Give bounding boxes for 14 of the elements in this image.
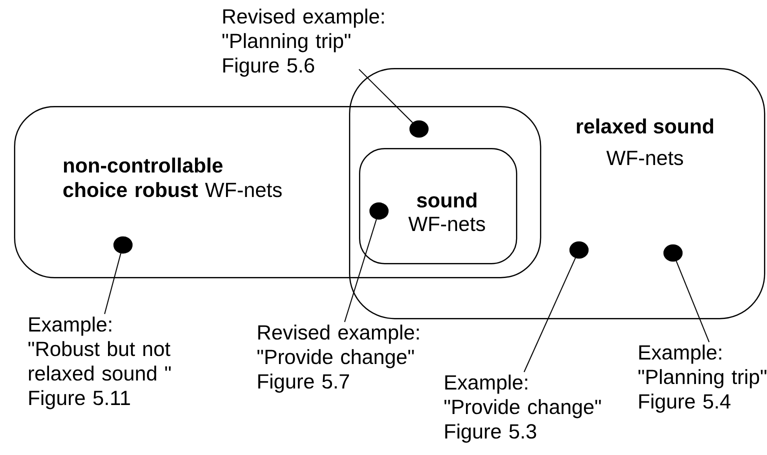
leader-line <box>344 218 377 322</box>
region-box: sound WF-nets <box>359 148 518 264</box>
leader-line <box>524 257 576 372</box>
dot <box>409 120 429 138</box>
callout-text: Example: "Provide change" Figure 5.3 <box>444 374 601 443</box>
dot <box>663 244 683 262</box>
dot <box>113 236 133 254</box>
leader-line <box>676 260 710 342</box>
dot <box>569 241 589 259</box>
callout-text: Example: "Robust but not relaxed sound " Figure 5.11 <box>28 316 171 410</box>
leader-line <box>104 252 122 314</box>
callout-text: Revised example: "Provide change" Figure 5.7 <box>257 324 419 393</box>
callout-text: Example: "Planning trip" Figure 5.4 <box>638 344 766 413</box>
dot <box>369 202 389 220</box>
